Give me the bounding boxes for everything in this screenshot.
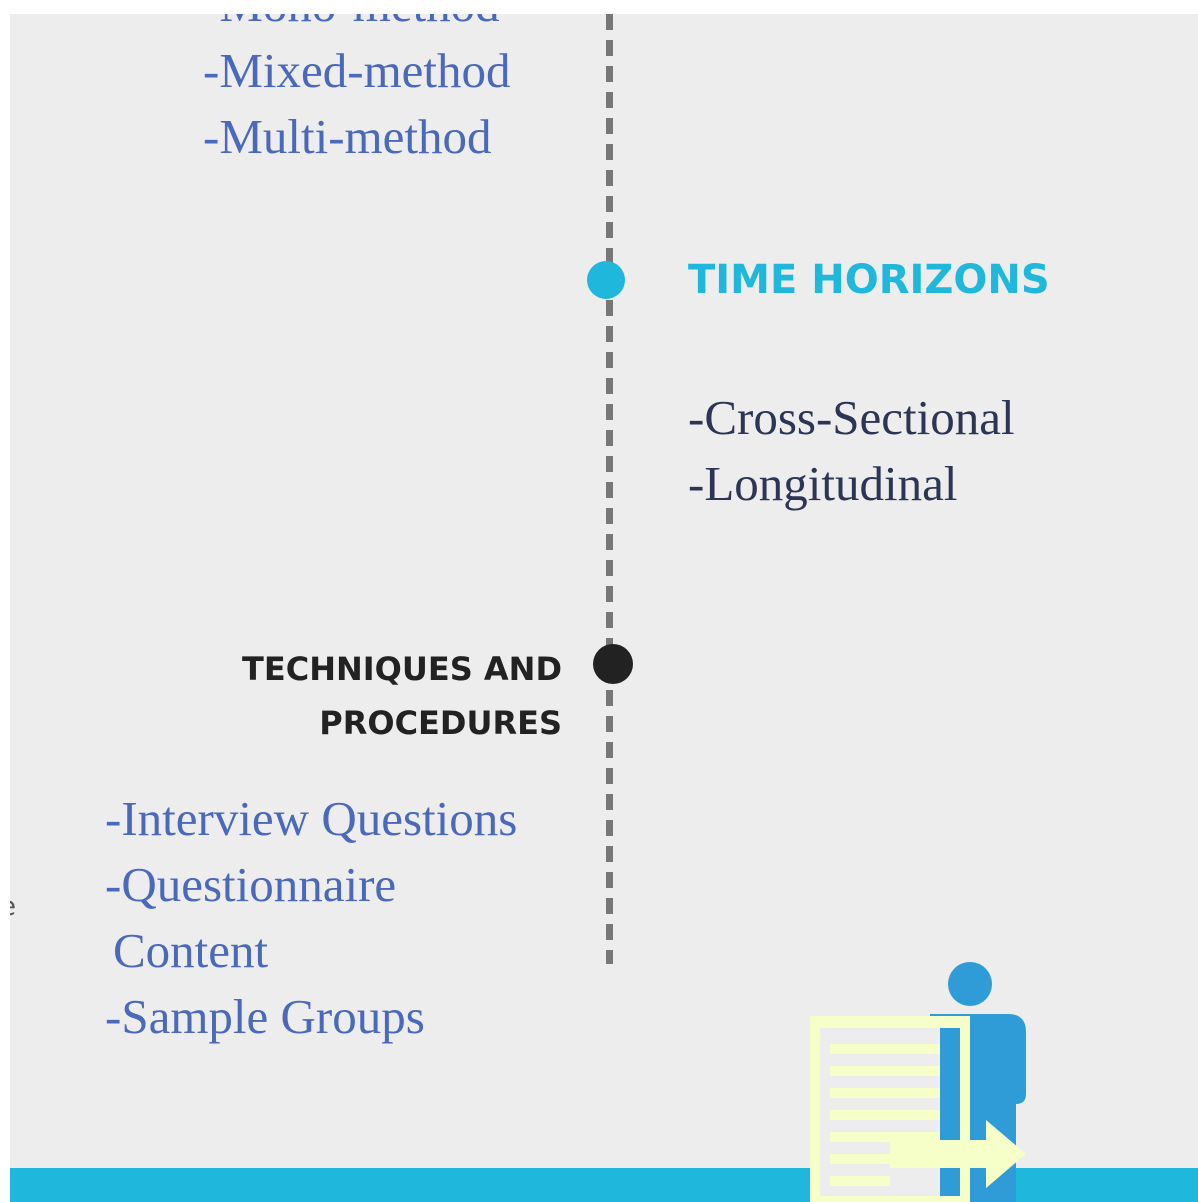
method-item: -Mono-method (203, 14, 511, 38)
arrow-right-icon (890, 1120, 1026, 1188)
techniques-item: Content (113, 923, 269, 978)
person-document-illustration (810, 962, 1026, 1202)
techniques-title-line: PROCEDURES (319, 704, 562, 742)
method-item: -Mixed-method (203, 43, 511, 98)
method-list: -Mono-method -Mixed-method -Multi-method (203, 14, 511, 170)
techniques-item: -Questionnaire (105, 857, 397, 912)
techniques-title-line: TECHNIQUES AND (242, 650, 562, 688)
techniques-list: -Interview Questions -Questionnaire Cont… (105, 786, 517, 1050)
time-horizons-title: TIME HORIZONS (688, 257, 1050, 303)
timeline-dashed-line (606, 14, 613, 964)
time-horizons-item: -Longitudinal (688, 456, 958, 511)
time-horizons-item: -Cross-Sectional (688, 390, 1015, 445)
techniques-item: -Sample Groups (105, 989, 425, 1044)
cropped-text-fragment: e (10, 892, 16, 922)
timeline-node-techniques (593, 644, 633, 684)
method-item: -Multi-method (203, 109, 492, 164)
timeline-node-time-horizons (587, 261, 625, 299)
techniques-title: TECHNIQUES AND PROCEDURES (242, 642, 562, 750)
diagram-canvas: -Mono-method -Mixed-method -Multi-method… (10, 14, 1198, 1202)
techniques-item: -Interview Questions (105, 791, 518, 846)
time-horizons-list: -Cross-Sectional -Longitudinal (688, 385, 1015, 517)
document-icon (810, 1016, 970, 1202)
